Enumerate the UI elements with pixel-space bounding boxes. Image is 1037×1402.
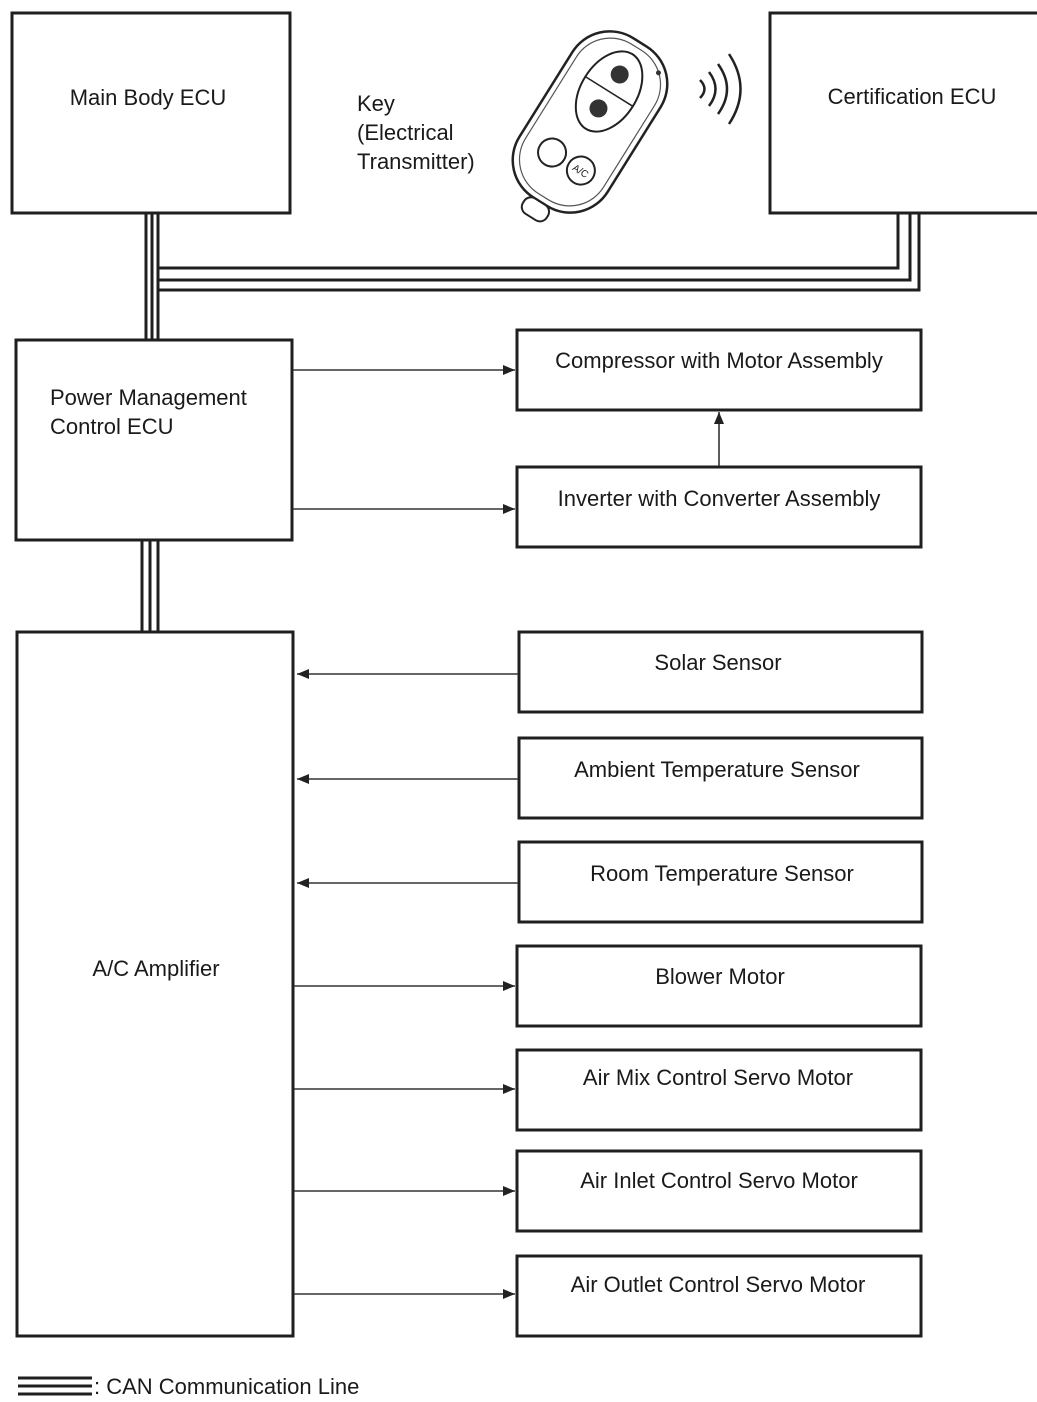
ambient-sensor-label: Ambient Temperature Sensor xyxy=(574,757,860,782)
ambient-sensor-block: Ambient Temperature Sensor xyxy=(517,736,924,820)
panic-button-icon xyxy=(537,137,568,168)
air-outlet-servo-block: Air Outlet Control Servo Motor xyxy=(515,1254,923,1338)
pm-ecu-label-line1: Power Management xyxy=(50,385,247,410)
room-sensor-label: Room Temperature Sensor xyxy=(590,861,854,886)
air-mix-servo-label: Air Mix Control Servo Motor xyxy=(583,1065,853,1090)
legend: : CAN Communication Line xyxy=(18,1374,359,1399)
compressor-label: Compressor with Motor Assembly xyxy=(555,348,883,373)
air-outlet-servo-label: Air Outlet Control Servo Motor xyxy=(571,1272,866,1297)
inverter-label: Inverter with Converter Assembly xyxy=(558,486,881,511)
inverter-block: Inverter with Converter Assembly xyxy=(515,465,923,549)
air-mix-servo-block: Air Mix Control Servo Motor xyxy=(515,1048,923,1132)
can-line-legend-label: : CAN Communication Line xyxy=(94,1374,359,1399)
key-label-line1: Key xyxy=(357,91,395,116)
solar-sensor-block: Solar Sensor xyxy=(517,630,924,714)
blower-motor-label: Blower Motor xyxy=(655,964,785,989)
air-inlet-servo-label: Air Inlet Control Servo Motor xyxy=(580,1168,858,1193)
can-line-legend-symbol xyxy=(18,1376,92,1396)
ac-amplifier-label: A/C Amplifier xyxy=(92,956,219,981)
signal-waves-icon xyxy=(699,53,742,125)
main-body-ecu-label: Main Body ECU xyxy=(70,85,227,110)
certification-ecu-block: Certification ECU xyxy=(768,11,1037,215)
certification-ecu-label: Certification ECU xyxy=(828,84,997,109)
main-body-ecu-block: Main Body ECU xyxy=(10,11,292,215)
unlock-icon xyxy=(589,99,608,118)
pm-ecu-label-line2: Control ECU xyxy=(50,414,173,439)
can-bus-lower xyxy=(140,541,160,632)
blower-motor-block: Blower Motor xyxy=(515,944,923,1028)
room-sensor-block: Room Temperature Sensor xyxy=(517,840,924,924)
key-label: Key (Electrical Transmitter) xyxy=(357,91,475,174)
power-management-ecu-block: Power Management Control ECU xyxy=(14,338,294,542)
key-fob-icon: A/C xyxy=(511,30,742,223)
lock-icon xyxy=(610,65,629,84)
solar-sensor-label: Solar Sensor xyxy=(654,650,781,675)
key-label-line2: (Electrical xyxy=(357,120,454,145)
air-inlet-servo-block: Air Inlet Control Servo Motor xyxy=(515,1149,923,1233)
key-label-line3: Transmitter) xyxy=(357,149,475,174)
compressor-block: Compressor with Motor Assembly xyxy=(515,328,923,412)
can-bus-top xyxy=(144,214,921,340)
ac-amplifier-block: A/C Amplifier xyxy=(15,630,295,1338)
